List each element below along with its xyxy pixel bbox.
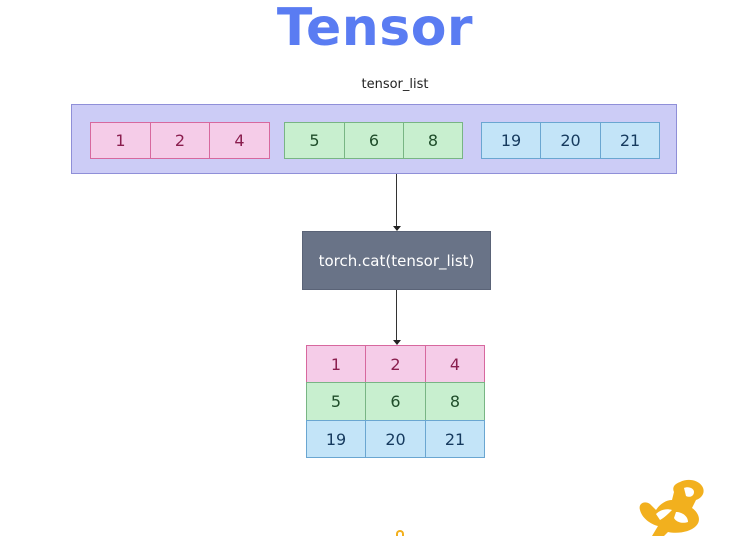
input-tensor-1-cell-3: 4 [209, 122, 270, 159]
output-row-2-cell-1: 5 [306, 382, 366, 421]
output-row-3-cell-2: 20 [365, 420, 426, 458]
input-tensor-3-cell-2: 20 [540, 122, 601, 159]
edge-operation-to-output [396, 290, 397, 341]
input-tensor-3-cell-3: 21 [600, 122, 660, 159]
output-row-2-cell-3: 8 [425, 382, 485, 421]
output-row-1-cell-1: 1 [306, 345, 366, 383]
input-tensor-3-cell-1: 19 [481, 122, 541, 159]
input-tensor-1-cell-1: 1 [90, 122, 151, 159]
output-row-2-cell-2: 6 [365, 382, 426, 421]
input-tensor-1-cell-2: 2 [150, 122, 210, 159]
output-row-1-cell-2: 2 [365, 345, 426, 383]
input-tensor-2-cell-3: 8 [403, 122, 463, 159]
arrowhead-to-output-icon [393, 340, 401, 345]
tensor-list-label: tensor_list [361, 77, 429, 92]
input-tensor-2-cell-1: 5 [284, 122, 345, 159]
output-row-3-cell-1: 19 [306, 420, 366, 458]
edge-list-to-operation [396, 174, 397, 227]
partial-logo-fragment-icon [396, 530, 404, 536]
yellow-figure-logo-icon [639, 479, 704, 536]
output-row-1-cell-3: 4 [425, 345, 485, 383]
input-tensor-2-cell-2: 6 [344, 122, 404, 159]
output-row-3-cell-3: 21 [425, 420, 485, 458]
page-title: Tensor [276, 0, 474, 58]
torch-cat-operation-box: torch.cat(tensor_list) [302, 231, 491, 290]
arrowhead-to-operation-icon [393, 226, 401, 231]
